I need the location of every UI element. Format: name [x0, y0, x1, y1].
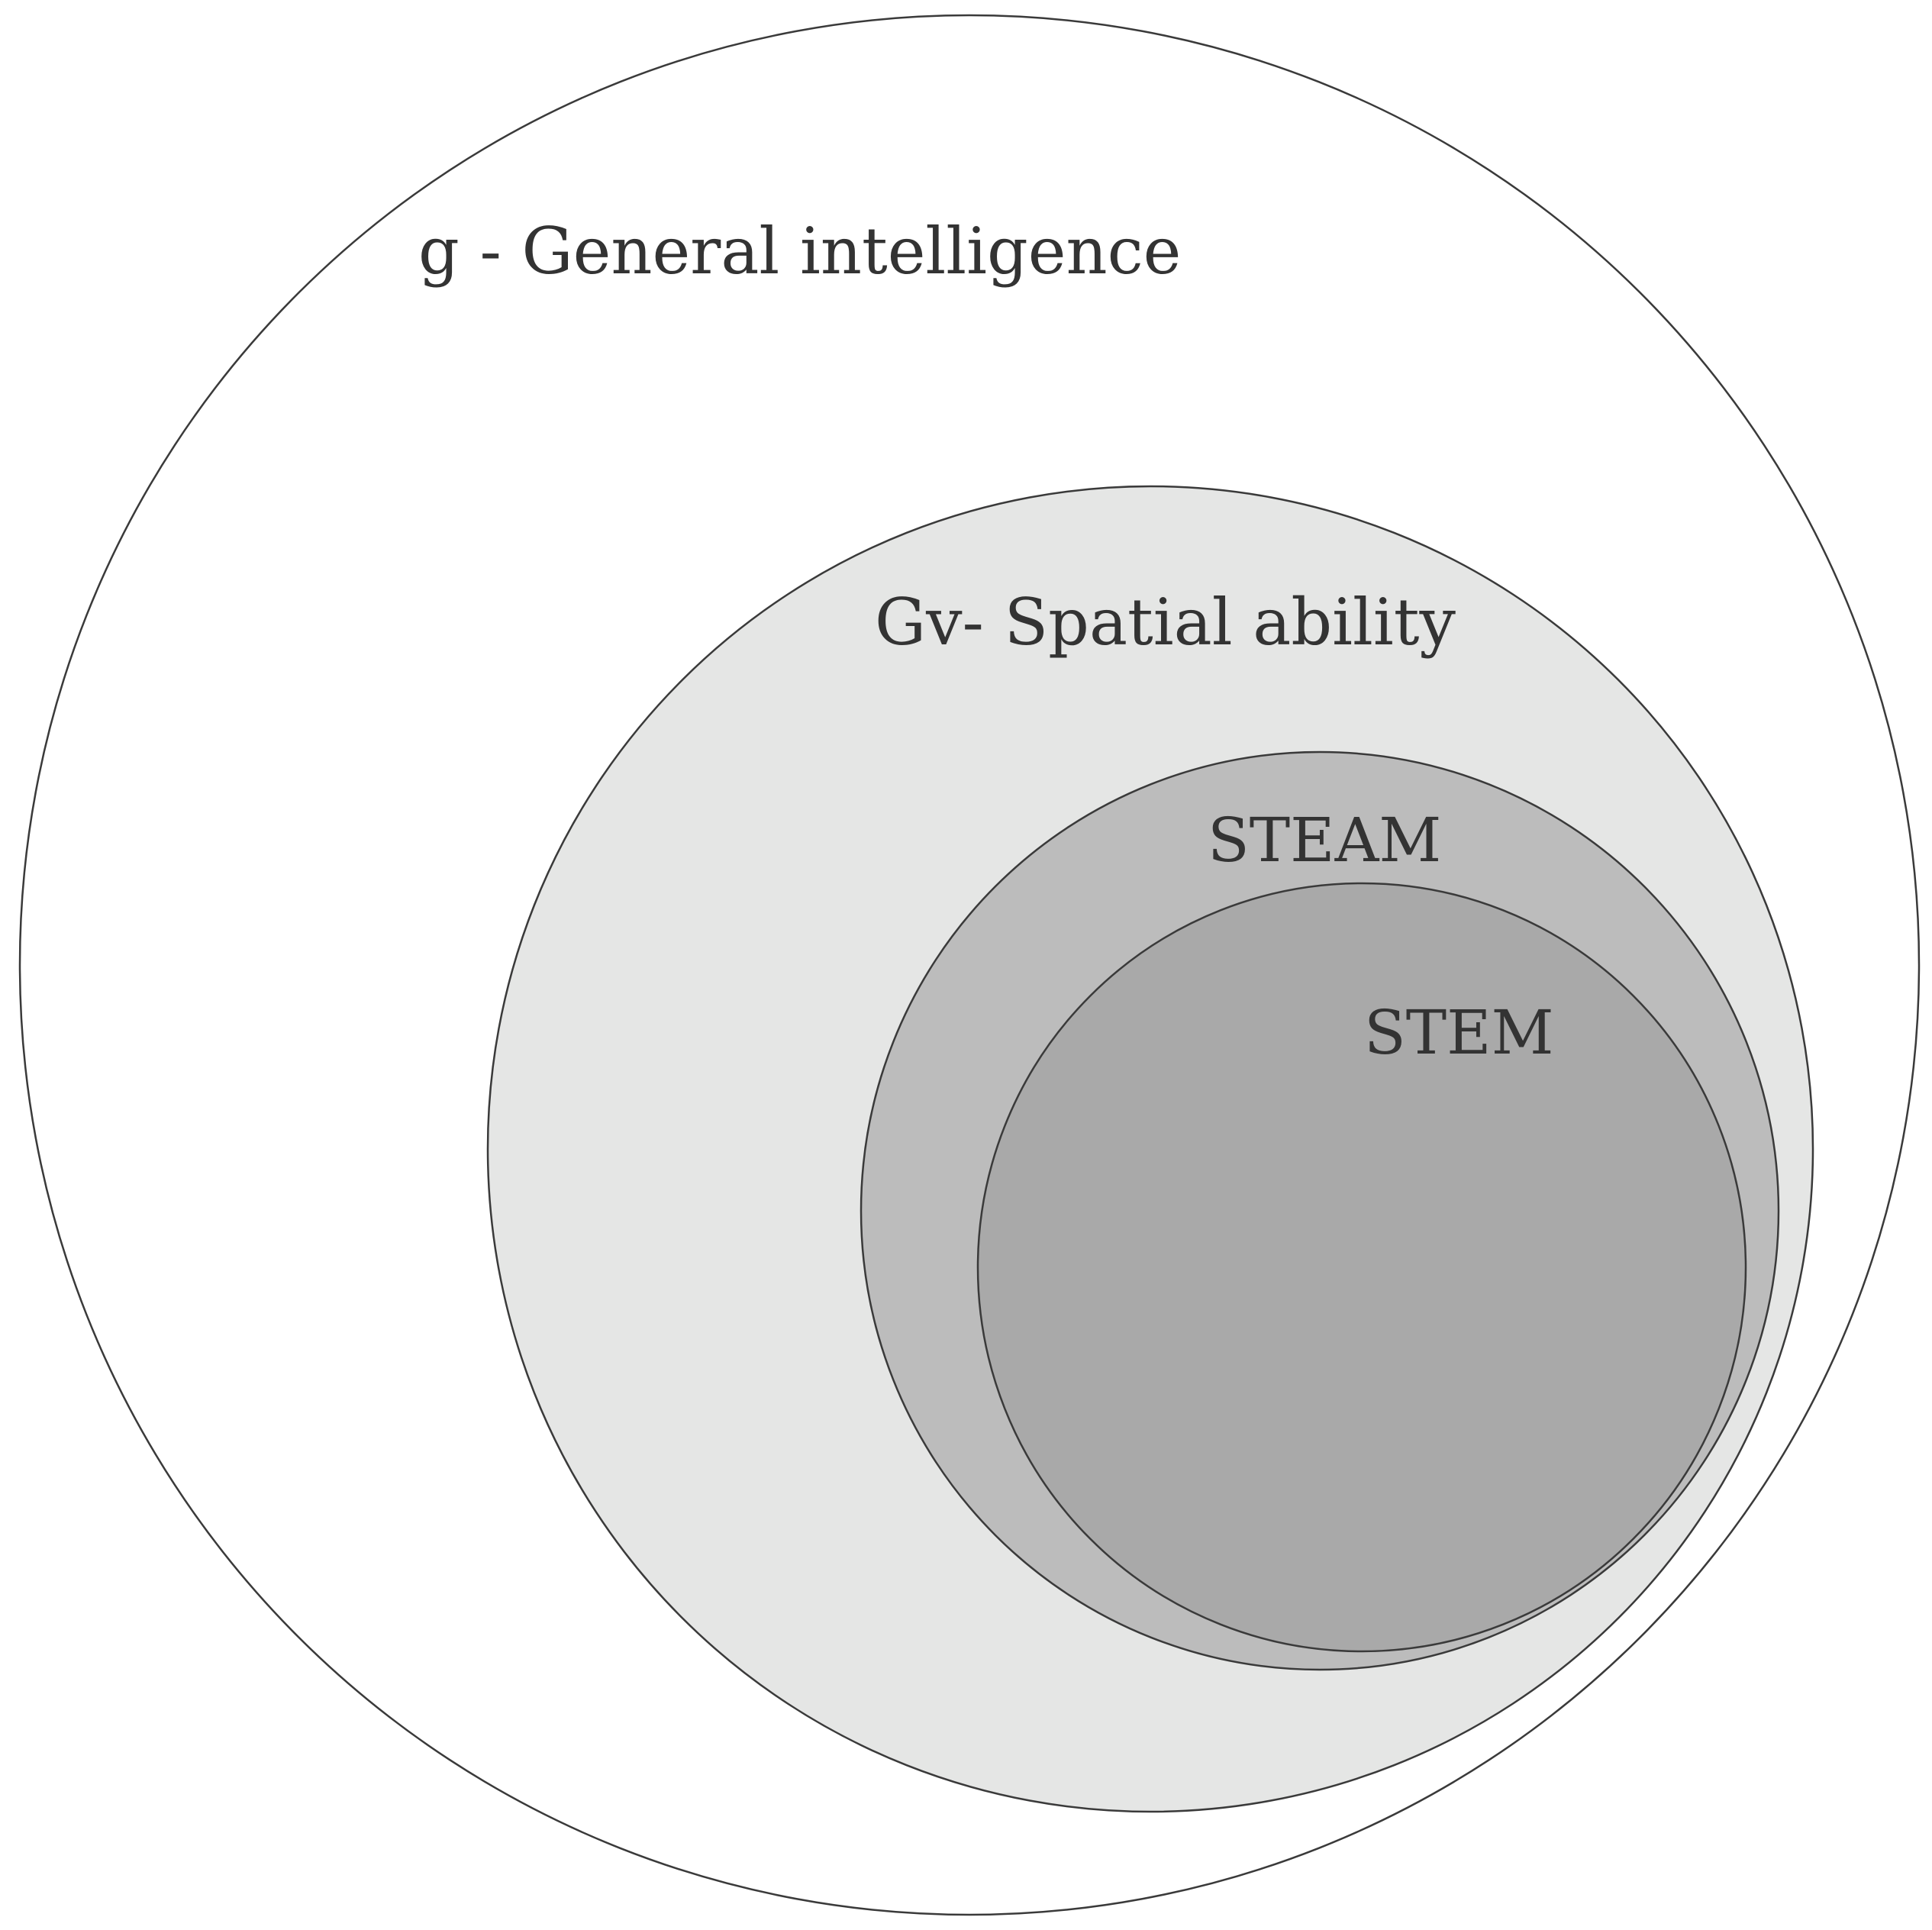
label-stem: STEM [1364, 997, 1553, 1068]
set-stem: STEM [976, 882, 1747, 1653]
circle-stem [976, 882, 1747, 1653]
label-steam: STEAM [1208, 805, 1441, 876]
label-general-intelligence: g - General intelligence [418, 214, 1181, 289]
label-spatial-ability: Gv- Spatial ability [875, 585, 1456, 660]
